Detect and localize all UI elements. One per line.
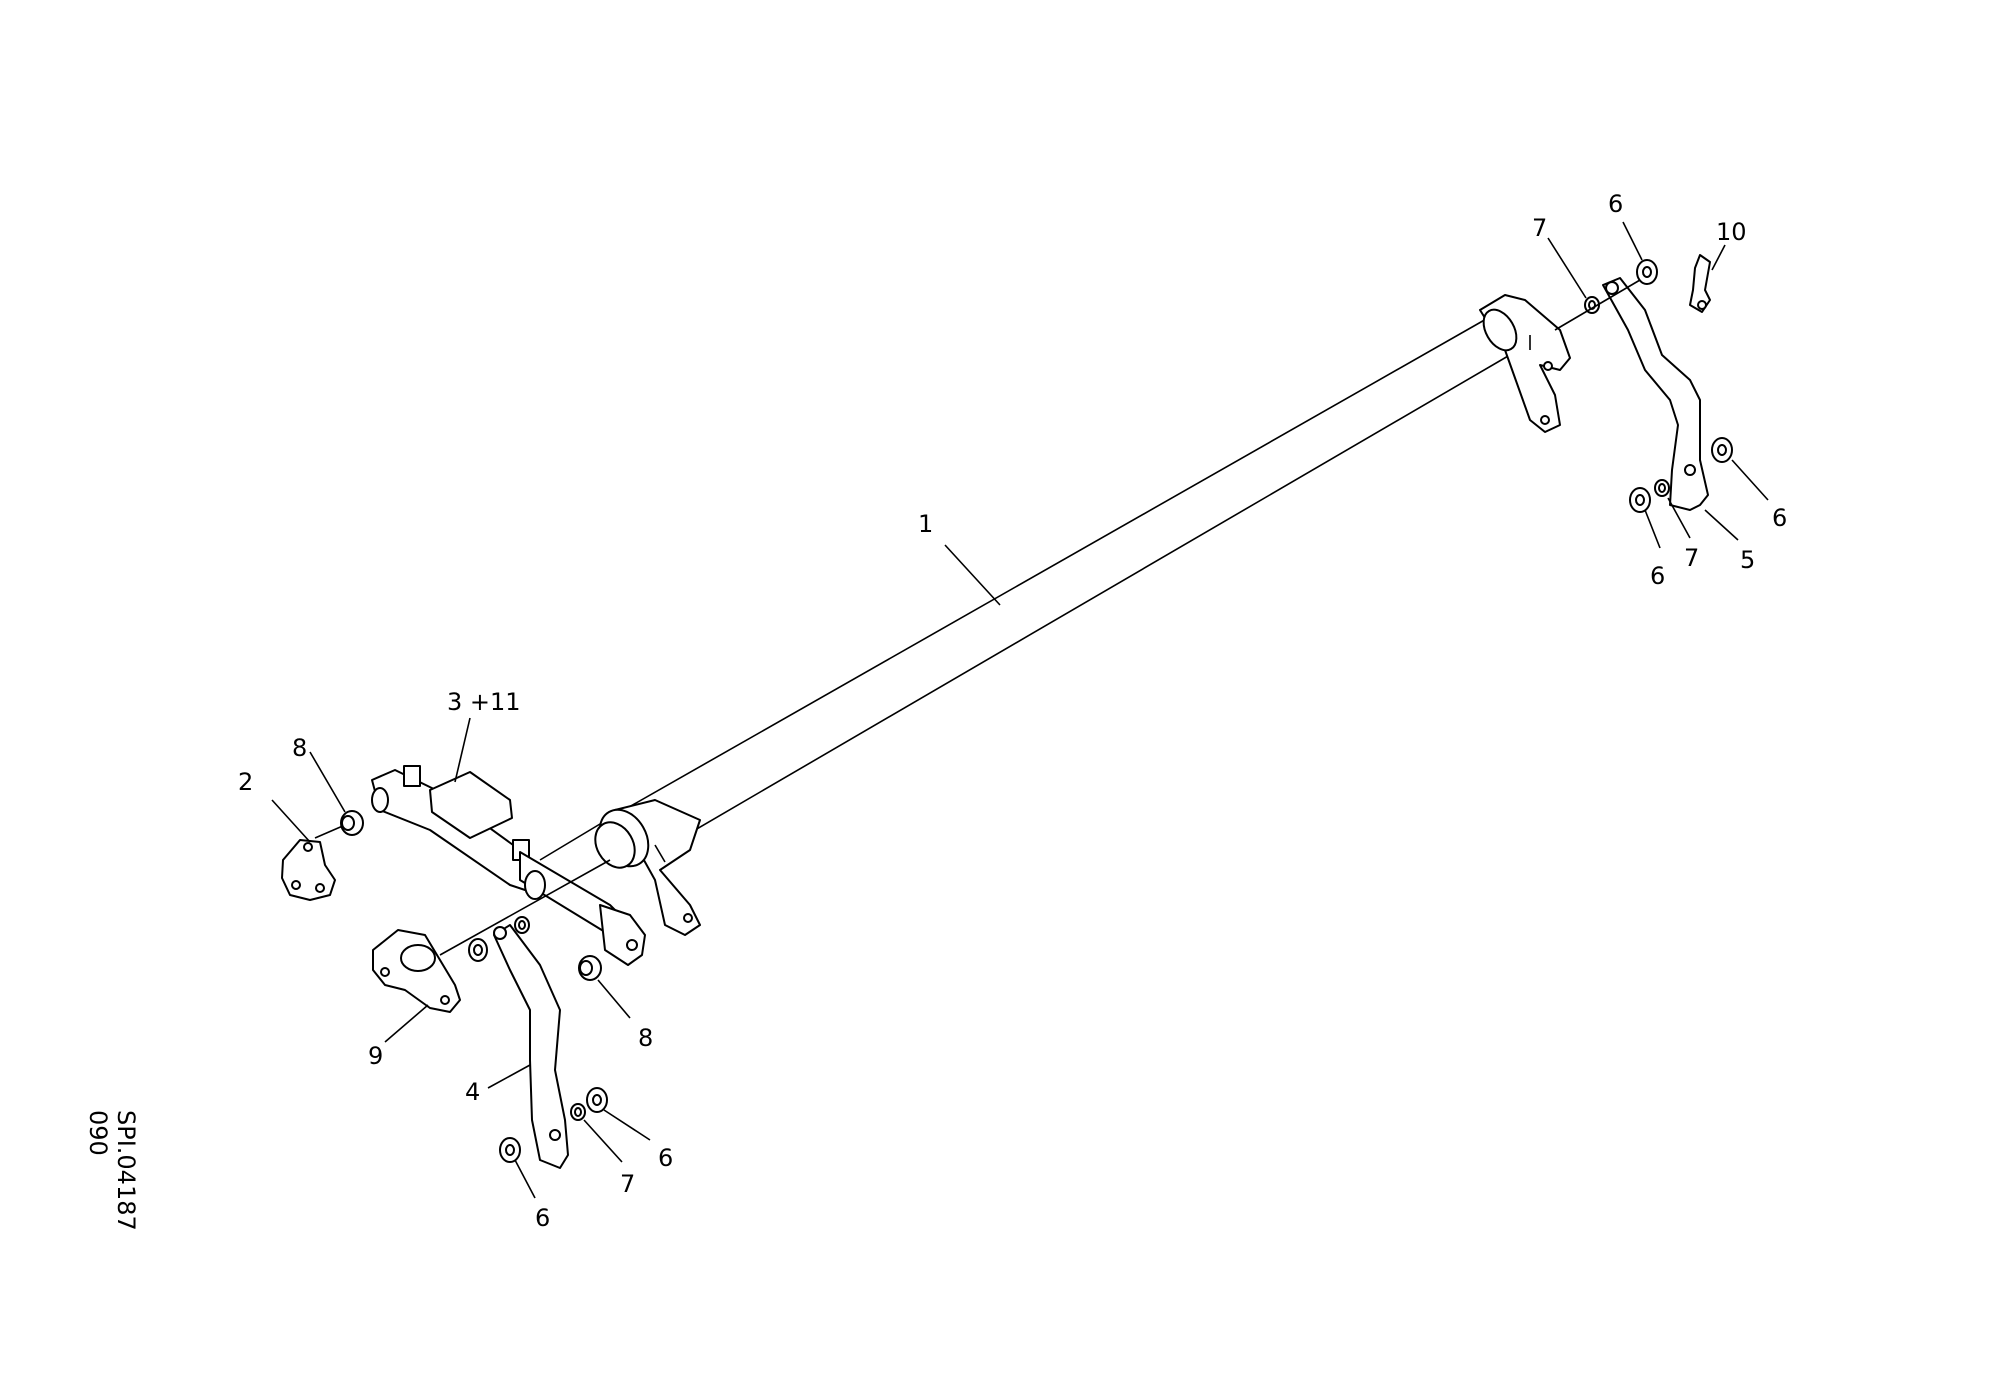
label-7-right-upper: 7	[1532, 214, 1547, 242]
label-6-lever4-lower: 6	[535, 1204, 550, 1232]
mount-plate-9	[372, 929, 461, 1013]
left-axis-line	[439, 859, 611, 956]
bushing-8-lower	[578, 955, 602, 981]
lever-4	[493, 924, 569, 1169]
leader-lines	[271, 221, 1769, 1199]
washer-6-lever4-lower	[499, 1137, 521, 1163]
label-6-right-upper: 6	[1608, 190, 1623, 218]
main-tube	[539, 313, 1516, 861]
washer-6-lever4-side	[586, 1087, 608, 1113]
washer-7-right-lower	[1654, 479, 1670, 497]
lever-5	[1602, 277, 1709, 511]
washer-6-left-upper	[468, 938, 488, 962]
hydraulic-cylinder	[371, 765, 646, 966]
washer-6-right-upper	[1636, 259, 1658, 285]
bushing-8-upper	[340, 810, 364, 836]
label-6-right-lower: 6	[1650, 562, 1665, 590]
right-tube-bracket	[1479, 294, 1571, 433]
label-5: 5	[1740, 546, 1755, 574]
label-4: 4	[465, 1078, 480, 1106]
label-2: 2	[238, 768, 253, 796]
mount-plate-2	[281, 824, 346, 901]
label-1: 1	[918, 510, 933, 538]
clip-10	[1689, 254, 1711, 313]
label-10: 10	[1716, 218, 1747, 246]
label-3-plus-11: 3 +11	[447, 688, 521, 716]
right-axis-line	[1554, 279, 1641, 331]
label-7-lever4: 7	[620, 1170, 635, 1198]
label-9: 9	[368, 1042, 383, 1070]
label-6-lever4-side: 6	[658, 1144, 673, 1172]
drawing-code-line1: SPI.04187	[112, 1110, 140, 1231]
washer-7-left-upper	[514, 916, 530, 934]
washer-7-lever4	[570, 1103, 586, 1121]
label-8-upper: 8	[292, 734, 307, 762]
washer-6-right-side	[1711, 437, 1733, 463]
washer-6-right-lower	[1629, 487, 1651, 513]
left-tube-bracket	[594, 799, 701, 936]
label-6-right-side: 6	[1772, 504, 1787, 532]
label-8-lower: 8	[638, 1024, 653, 1052]
label-7-right-lower: 7	[1684, 544, 1699, 572]
drawing-code-line2: 090	[84, 1110, 112, 1156]
